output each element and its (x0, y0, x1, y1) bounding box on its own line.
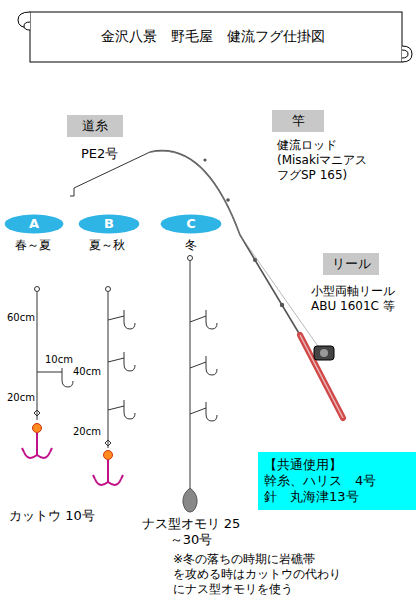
node-heading: 道糸 (82, 118, 108, 134)
line-spec: PE2号 (80, 146, 119, 162)
diagram-title: 金沢八景 野毛屋 健流フグ仕掛図 (40, 28, 385, 45)
node-heading: リール (332, 256, 371, 272)
section-tag: 道糸 (67, 115, 123, 137)
season-text: 春～夏 (14, 238, 52, 253)
cuttle-spec: カットウ 10号 (8, 508, 96, 524)
scroll-banner (18, 12, 412, 62)
node-heading: C (186, 216, 196, 232)
season-badge: A (4, 214, 64, 234)
dimension: 10cm (44, 354, 74, 367)
reel-spec: 小型両軸リール ABU 1601C 等 (310, 284, 416, 314)
reel (314, 346, 334, 360)
dimension: 20cm (72, 426, 102, 439)
section-tag: 竿 (272, 110, 324, 132)
node-heading: 【共通使用】 (264, 457, 342, 473)
common-spec-box: 【共通使用】幹糸、ハリス 4号針 丸海津13号 (258, 452, 416, 510)
rig-c (183, 256, 217, 513)
rod-spec: 健流ロッド (Misakiマニアス フグSP 165) (276, 138, 398, 183)
node-text: 幹糸、ハリス 4号 (264, 473, 376, 489)
note: ※冬の落ちの時期に岩礁帯 を攻める時はカットウの代わり にナス型オモリを使う (172, 552, 360, 597)
node-heading: B (104, 216, 114, 232)
dimension: 20cm (6, 392, 36, 405)
season-badge: C (160, 214, 222, 234)
section-tag: リール (323, 253, 379, 275)
node-heading: A (29, 216, 39, 232)
dimension: 60cm (6, 312, 36, 325)
season-badge: B (78, 214, 140, 234)
node-heading: 竿 (292, 113, 305, 129)
sinker-spec: ナス型オモリ 25～30号 (140, 516, 242, 549)
season-text: 夏～秋 (88, 238, 126, 253)
rig-b (93, 287, 135, 485)
season-text: 冬 (184, 238, 198, 253)
node-text: 針 丸海津13号 (264, 489, 359, 505)
dimension: 40cm (72, 366, 102, 379)
